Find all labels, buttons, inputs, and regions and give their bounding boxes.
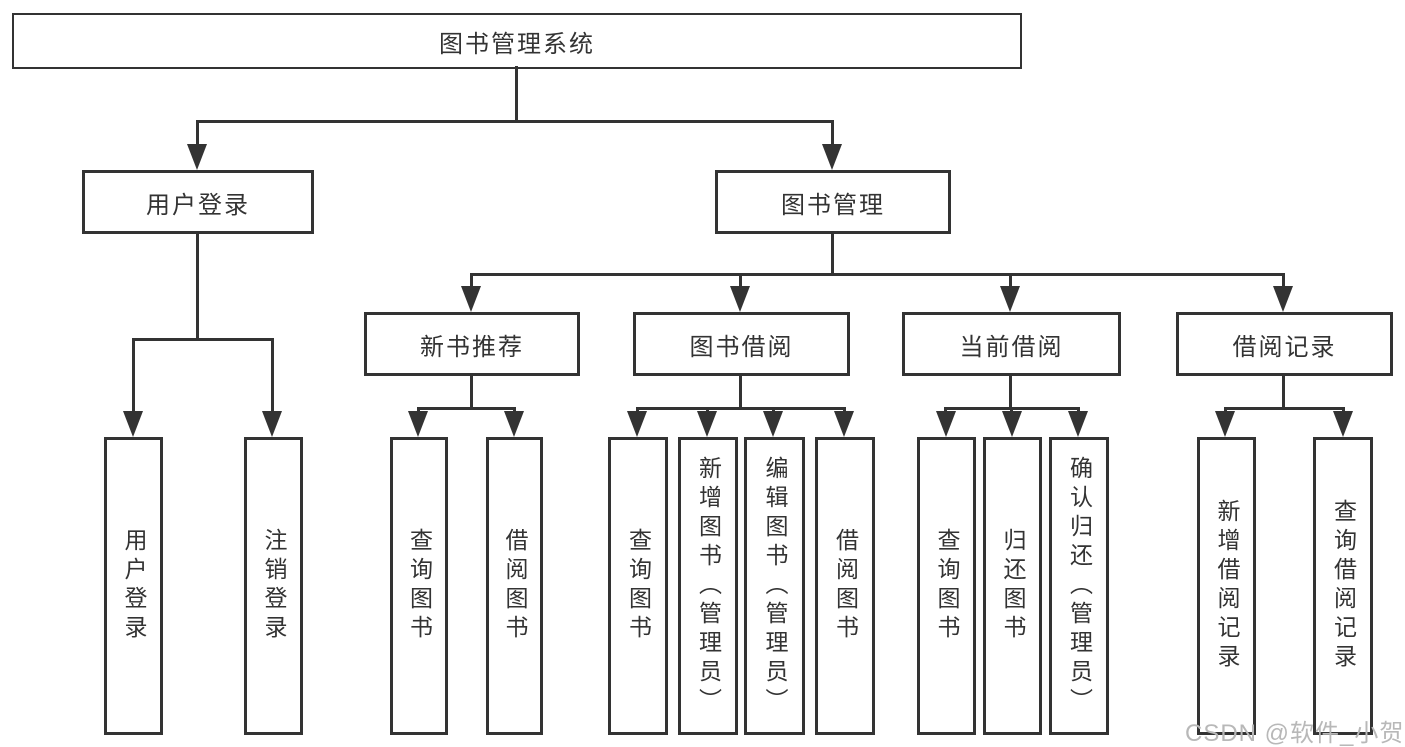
node-label: 查询图书 [406,528,433,644]
node-borrow-records: 借阅记录 [1176,312,1393,376]
arrowhead-down-icon [1000,286,1020,312]
leaf-return-book: 归还图书 [983,437,1042,735]
connector-line [739,376,742,409]
connector-line [1282,273,1285,289]
connector-line [470,376,473,409]
arrowhead-down-icon [1273,286,1293,312]
node-label: 查询图书 [625,528,652,644]
arrowhead-down-icon [1068,411,1088,437]
leaf-borrow-books-recommend: 借阅图书 [486,437,543,735]
arrowhead-down-icon [504,411,524,437]
connector-line [1282,376,1285,409]
node-label: 用户登录 [121,528,147,644]
node-user-login: 用户登录 [82,170,314,234]
arrowhead-down-icon [1002,411,1022,437]
arrowhead-down-icon [1333,411,1353,437]
node-label: 确认归还（管理员） [1066,455,1093,717]
node-label: 注销登录 [261,528,287,644]
connector-line [515,66,518,122]
node-label: 归还图书 [1000,528,1026,644]
node-library-management-system: 图书管理系统 [12,13,1022,69]
connector-line [1225,407,1344,410]
arrowhead-down-icon [1215,411,1235,437]
leaf-user-login: 用户登录 [104,437,163,735]
connector-line [196,120,199,148]
node-label: 借阅记录 [1232,333,1337,361]
leaf-query-borrow-record: 查询借阅记录 [1313,437,1373,735]
node-label: 用户登录 [146,191,250,219]
arrowhead-down-icon [834,411,854,437]
leaf-add-borrow-record: 新增借阅记录 [1197,437,1256,735]
arrowhead-down-icon [123,411,143,437]
connector-line [1009,273,1012,289]
leaf-add-book-admin: 新增图书（管理员） [678,437,738,735]
connector-line [831,120,834,148]
arrowhead-down-icon [187,144,207,170]
connector-line [739,273,742,289]
arrowhead-down-icon [697,411,717,437]
arrowhead-down-icon [822,144,842,170]
arrowhead-down-icon [936,411,956,437]
connector-line [133,338,274,341]
node-current-borrow: 当前借阅 [902,312,1121,376]
arrowhead-down-icon [408,411,428,437]
arrowhead-down-icon [730,286,750,312]
node-label: 查询图书 [934,528,960,644]
node-label: 借阅图书 [502,528,528,644]
node-label: 新增图书（管理员） [695,455,722,717]
arrowhead-down-icon [262,411,282,437]
connector-line [197,120,834,123]
node-new-book-recommend: 新书推荐 [364,312,580,376]
connector-line [418,407,516,410]
connector-line [637,407,846,410]
watermark: CSDN @软件_小贺同学 [1185,720,1405,747]
node-label: 借阅图书 [832,528,859,644]
node-label: 编辑图书（管理员） [762,455,788,717]
node-label: 图书管理 [781,191,885,219]
connector-line [831,234,834,275]
arrowhead-down-icon [461,286,481,312]
leaf-confirm-return-admin: 确认归还（管理员） [1049,437,1109,735]
leaf-query-books-borrow: 查询图书 [608,437,668,735]
node-label: 图书管理系统 [439,30,595,58]
connector-line [132,338,135,414]
node-label: 新增借阅记录 [1214,499,1240,673]
leaf-edit-book-admin: 编辑图书（管理员） [744,437,805,735]
connector-line [196,234,199,340]
leaf-logout: 注销登录 [244,437,303,735]
node-book-management: 图书管理 [715,170,951,234]
connector-line [471,273,1285,276]
leaf-query-books-recommend: 查询图书 [390,437,448,735]
node-book-borrow: 图书借阅 [633,312,850,376]
arrowhead-down-icon [763,411,783,437]
node-label: 当前借阅 [959,333,1064,361]
node-label: 图书借阅 [689,333,794,361]
node-label: 新书推荐 [420,333,524,361]
leaf-borrow-books: 借阅图书 [815,437,875,735]
node-label: 查询借阅记录 [1330,499,1357,673]
connector-line [271,338,274,414]
connector-line [1009,376,1012,409]
arrowhead-down-icon [627,411,647,437]
connector-line [470,273,473,289]
leaf-query-books-current: 查询图书 [917,437,976,735]
